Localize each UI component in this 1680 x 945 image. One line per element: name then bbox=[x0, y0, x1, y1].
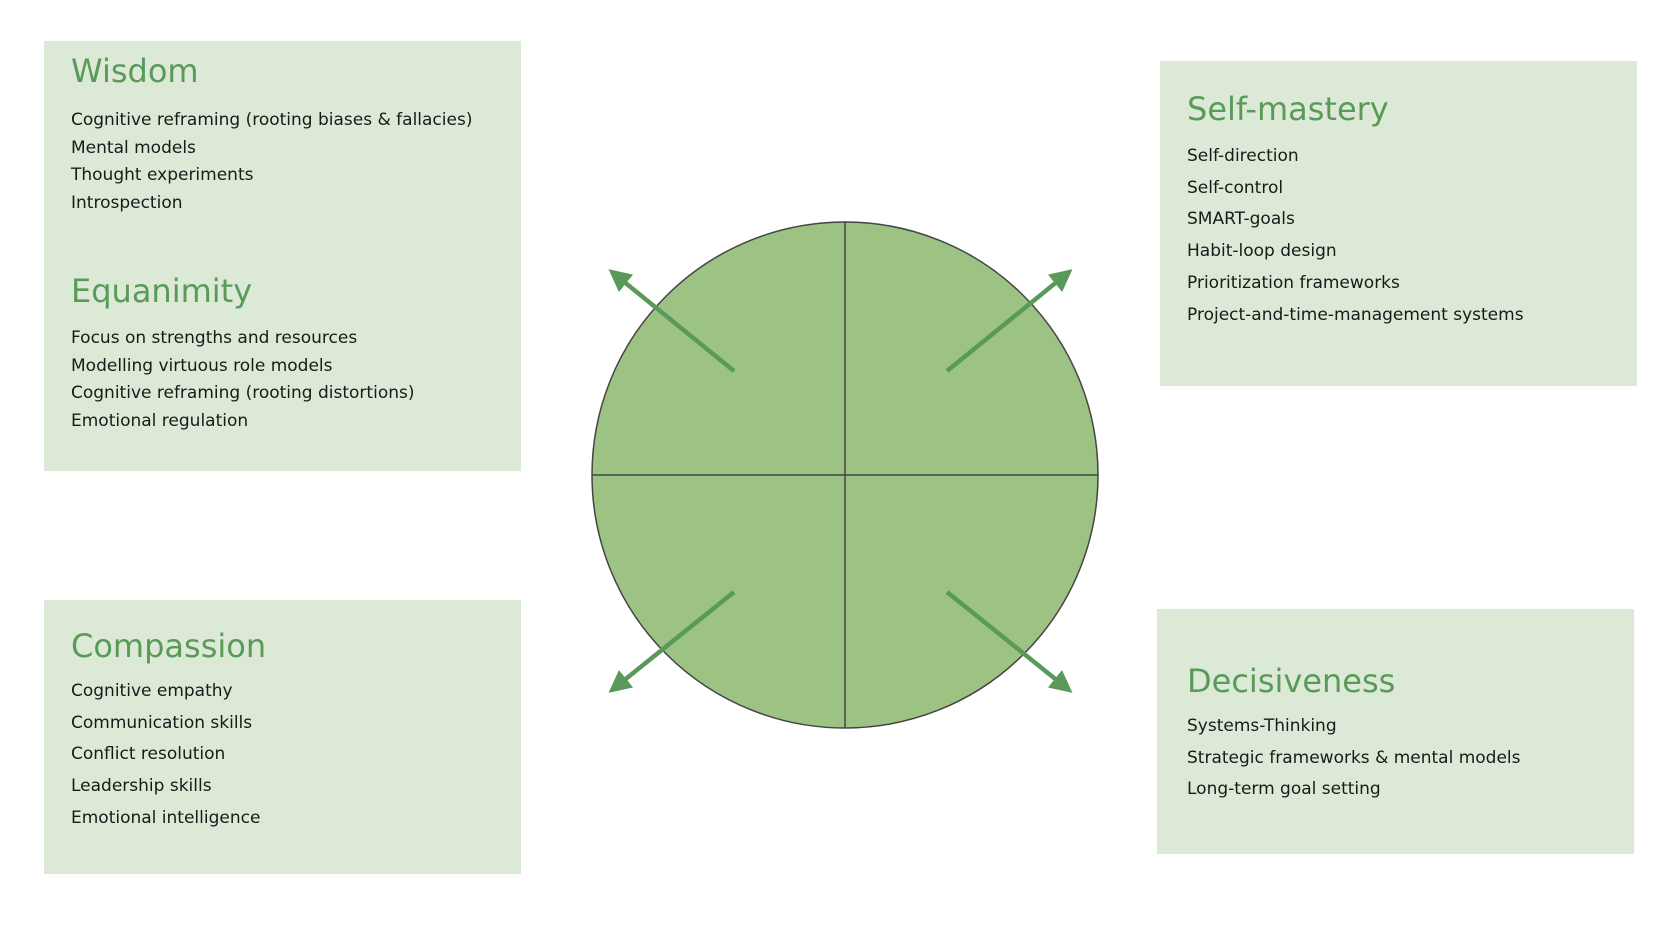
decisiveness-list: Systems-Thinking Strategic frameworks & … bbox=[1187, 711, 1521, 806]
wisdom-list: Cognitive reframing (rooting biases & fa… bbox=[71, 107, 472, 217]
list-item: Mental models bbox=[71, 137, 196, 158]
list-item: Systems-Thinking bbox=[1187, 716, 1337, 736]
equanimity-section: Equanimity Focus on strengths and resour… bbox=[71, 275, 414, 435]
list-item: Thought experiments bbox=[71, 165, 254, 185]
wisdom-equanimity-panel: Wisdom Cognitive reframing (rooting bias… bbox=[44, 41, 521, 471]
wisdom-title: Wisdom bbox=[71, 52, 199, 90]
equanimity-title: Equanimity bbox=[71, 272, 253, 310]
arrow-up-right bbox=[945, 269, 1073, 373]
list-item: SMART-goals bbox=[1187, 209, 1295, 230]
decisiveness-panel: Decisiveness Systems-Thinking Strategic … bbox=[1157, 609, 1634, 854]
list-item: Leadership skills bbox=[71, 776, 212, 797]
wisdom-section: Wisdom Cognitive reframing (rooting bias… bbox=[71, 55, 472, 217]
self-mastery-panel: Self-mastery Self-direction Self-control… bbox=[1160, 61, 1637, 386]
compassion-title: Compassion bbox=[71, 627, 267, 665]
arrow-up-left bbox=[608, 269, 736, 373]
decisiveness-title: Decisiveness bbox=[1187, 662, 1396, 700]
list-item: Cognitive reframing (rooting distortions… bbox=[71, 383, 415, 403]
decisiveness-section: Decisiveness Systems-Thinking Strategic … bbox=[1187, 665, 1521, 806]
self-mastery-list: Self-direction Self-control SMART-goals … bbox=[1187, 141, 1524, 331]
list-item: Self-control bbox=[1187, 177, 1284, 198]
list-item: Habit-loop design bbox=[1187, 241, 1337, 262]
list-item: Introspection bbox=[71, 192, 183, 213]
list-item: Self-direction bbox=[1187, 146, 1299, 166]
equanimity-list: Focus on strengths and resources Modelli… bbox=[71, 325, 414, 435]
list-item: Conflict resolution bbox=[71, 744, 226, 765]
compassion-section: Compassion Cognitive empathy Communicati… bbox=[71, 630, 266, 835]
list-item: Emotional regulation bbox=[71, 410, 249, 431]
self-mastery-section: Self-mastery Self-direction Self-control… bbox=[1187, 93, 1524, 331]
wheel-circle bbox=[591, 221, 1099, 729]
arrow-down-right bbox=[945, 590, 1073, 693]
list-item: Long-term goal setting bbox=[1187, 779, 1381, 800]
list-item: Strategic frameworks & mental models bbox=[1187, 747, 1521, 768]
list-item: Cognitive empathy bbox=[71, 681, 233, 701]
list-item: Prioritization frameworks bbox=[1187, 272, 1400, 293]
compassion-panel: Compassion Cognitive empathy Communicati… bbox=[44, 600, 521, 874]
list-item: Project-and-time-management systems bbox=[1187, 304, 1524, 325]
arrow-down-left bbox=[608, 590, 736, 693]
list-item: Cognitive reframing (rooting biases & fa… bbox=[71, 110, 473, 130]
list-item: Emotional intelligence bbox=[71, 807, 261, 828]
list-item: Modelling virtuous role models bbox=[71, 355, 333, 376]
compassion-list: Cognitive empathy Communication skills C… bbox=[71, 676, 266, 835]
list-item: Focus on strengths and resources bbox=[71, 328, 358, 348]
self-mastery-title: Self-mastery bbox=[1187, 90, 1389, 128]
list-item: Communication skills bbox=[71, 712, 253, 733]
